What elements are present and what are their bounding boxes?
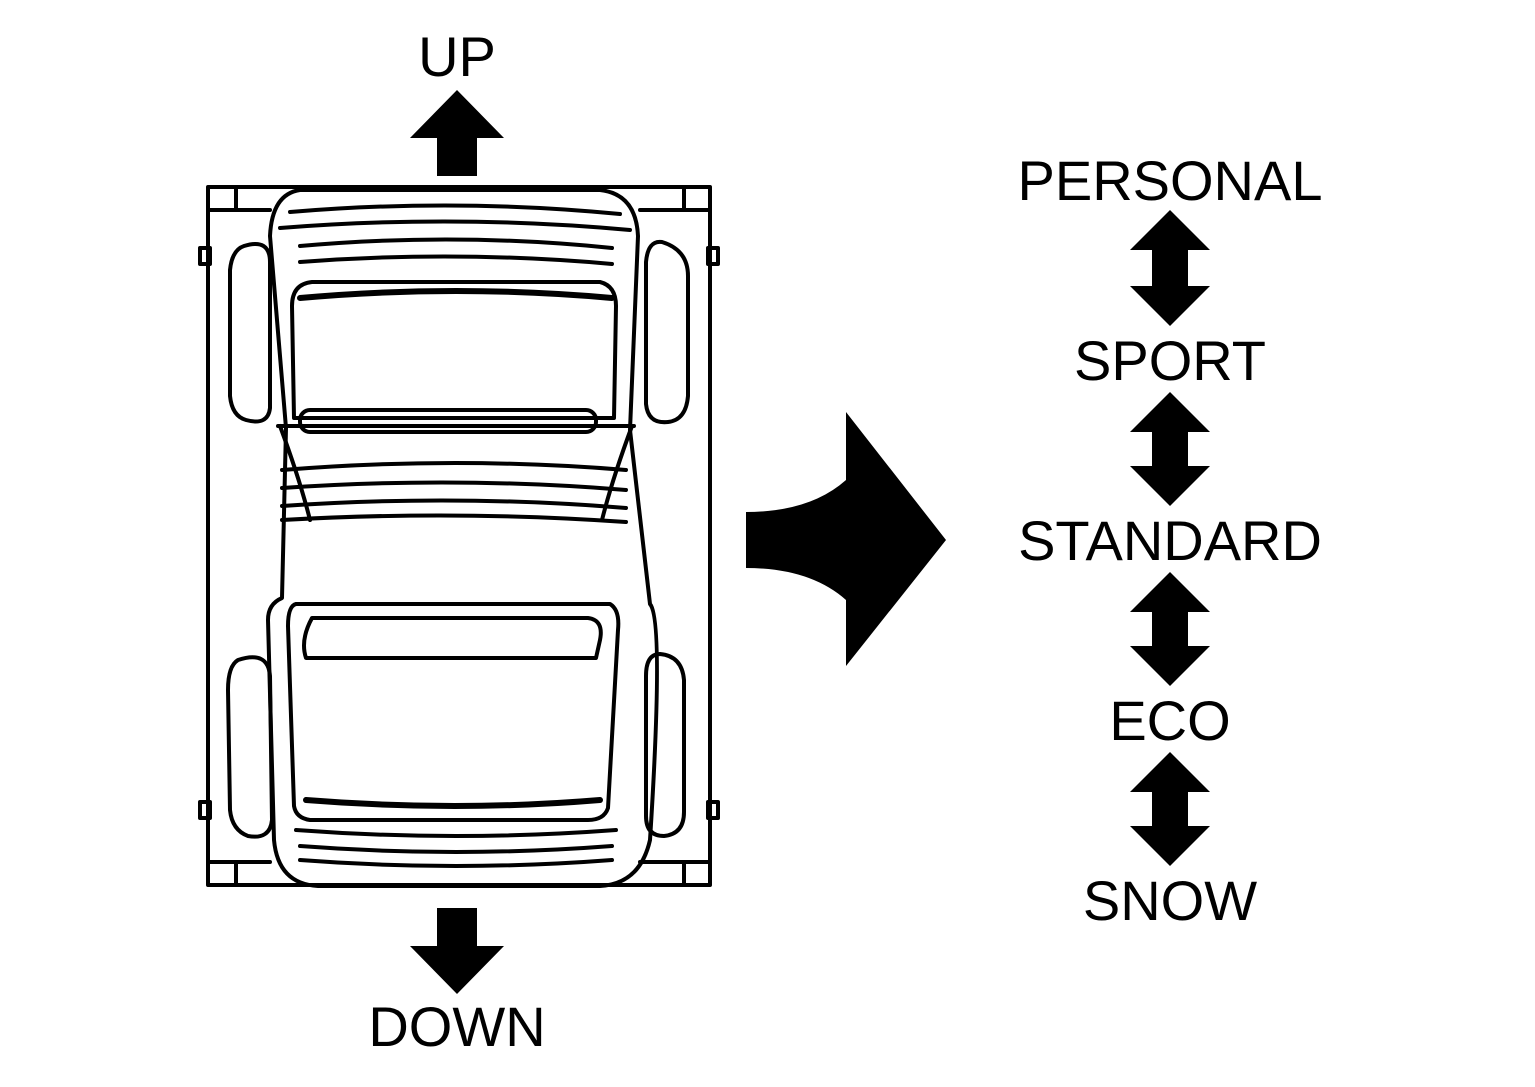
mode-list: PERSONAL SPORT STANDARD ECO SNOW bbox=[1018, 149, 1323, 932]
double-arrow-icon bbox=[1130, 210, 1210, 326]
drive-mode-switch-icon bbox=[198, 185, 720, 888]
mode-label: STANDARD bbox=[1018, 509, 1322, 572]
arrow-down-icon bbox=[410, 908, 504, 994]
mode-label: ECO bbox=[1109, 689, 1230, 752]
arrow-right-icon bbox=[746, 412, 946, 666]
up-label: UP bbox=[418, 25, 496, 88]
double-arrow-icon bbox=[1130, 752, 1210, 866]
mode-label: SNOW bbox=[1083, 869, 1257, 932]
double-arrow-icon bbox=[1130, 392, 1210, 506]
mode-label: PERSONAL bbox=[1018, 149, 1323, 212]
mode-label: SPORT bbox=[1074, 329, 1266, 392]
down-label: DOWN bbox=[368, 995, 545, 1058]
arrow-up-icon bbox=[410, 90, 504, 176]
double-arrow-icon bbox=[1130, 572, 1210, 686]
